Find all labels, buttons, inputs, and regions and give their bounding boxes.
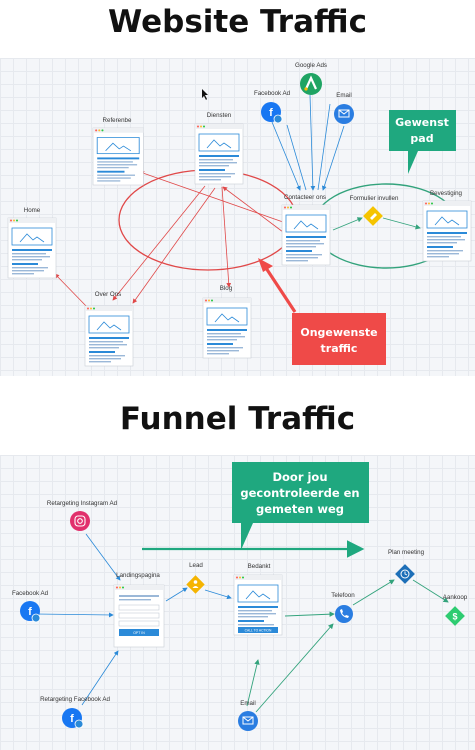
funnel-facebook-label: Facebook Ad [12, 590, 49, 597]
telefoon-step: Telefoon [331, 592, 355, 623]
purchase-icon [445, 606, 465, 626]
svg-text:f: f [28, 606, 32, 618]
instagram-icon [70, 511, 90, 531]
retarget-fb-label: Retargeting Facebook Ad [40, 696, 110, 703]
google-ads-label: Google Ads [295, 62, 327, 69]
page-home: Home [7, 207, 57, 279]
undesired-traffic-callout: Ongewenste traffic [258, 258, 386, 365]
bedankt-page: Bedankt CALL TO ACTION [233, 563, 283, 636]
website-source-connections [271, 94, 345, 191]
formulier-label: Formulier invullen [350, 195, 399, 202]
page-over-ons-label: Over Ons [95, 291, 121, 298]
formulier-invullen-step: Formulier invullen [350, 195, 399, 226]
retargeting-facebook-source: Retargeting Facebook Ad f [40, 696, 110, 729]
page-bevestiging-label: Bevestiging [430, 190, 463, 197]
funnel-email-source: Email [238, 700, 258, 731]
page-blog-label: Blog [220, 285, 233, 292]
svg-text:$: $ [452, 612, 457, 622]
phone-icon [335, 605, 353, 623]
instagram-label: Retargeting Instagram Ad [47, 500, 118, 507]
mouse-cursor-icon [202, 89, 208, 100]
email-label: Email [336, 92, 351, 99]
google-ads-source: Google Ads [295, 62, 327, 95]
funnel-email-label: Email [240, 700, 255, 707]
lead-step: Lead [186, 562, 205, 594]
page-referenbe-label: Referenbe [103, 117, 132, 124]
desired-callout-line1: Gewenst [395, 116, 449, 129]
telefoon-label: Telefoon [331, 592, 355, 599]
facebook-ad-source: Facebook Ad f [254, 90, 291, 124]
page-diensten: Diensten [194, 112, 244, 185]
landingspagina-page: Landingspagina OPT IN [113, 572, 165, 648]
bedankt-label: Bedankt [248, 563, 271, 570]
landing-label: Landingspagina [116, 572, 160, 579]
funnel-green-connections [246, 579, 449, 713]
funnel-source-connections [35, 533, 232, 706]
funnel-callout-line3: gemeten weg [256, 502, 344, 516]
cta-button-label: CALL TO ACTION [245, 629, 272, 633]
aankoop-label: Aankoop [443, 594, 468, 601]
page-contacteer-label: Contacteer ons [284, 194, 326, 201]
opt-in-button-label: OPT IN [133, 631, 145, 635]
aankoop-step: Aankoop $ [443, 594, 468, 626]
desired-path-arrows [332, 217, 421, 231]
funnel-callout-line1: Door jou [272, 470, 327, 484]
page-over-ons: Over Ons [84, 291, 134, 367]
lead-icon [186, 575, 205, 594]
controlled-path-callout: Door jou gecontroleerde en gemeten weg [232, 462, 369, 550]
page-contacteer-ons: Contacteer ons [281, 194, 331, 266]
page-diensten-label: Diensten [207, 112, 232, 119]
email-source: Email [334, 92, 354, 124]
undesired-callout-line2: traffic [321, 342, 358, 355]
funnel-facebook-source: Facebook Ad f [12, 590, 49, 623]
page-blog: Blog [202, 285, 252, 359]
svg-text:f: f [269, 107, 273, 119]
page-home-label: Home [24, 207, 41, 214]
funnel-traffic-title: Funnel Traffic [119, 401, 356, 437]
funnel-callout-line2: gecontroleerde en [240, 486, 359, 500]
undesired-traffic-arrows [54, 171, 284, 309]
lead-label: Lead [189, 562, 203, 569]
page-referenbe: Referenbe [92, 117, 144, 186]
meeting-label: Plan meeting [388, 549, 425, 556]
instagram-retargeting-source: Retargeting Instagram Ad [47, 500, 118, 531]
desired-path-callout: Gewenst pad [389, 110, 456, 174]
undesired-callout-line1: Ongewenste [300, 326, 377, 339]
svg-text:f: f [70, 713, 74, 725]
plan-meeting-step: Plan meeting [388, 549, 425, 584]
undesired-traffic-ellipse [118, 169, 298, 271]
page-bevestiging: Bevestiging [422, 190, 472, 262]
desired-callout-line2: pad [410, 132, 433, 145]
facebook-ad-label: Facebook Ad [254, 90, 291, 97]
website-traffic-title: Website Traffic [108, 4, 367, 40]
